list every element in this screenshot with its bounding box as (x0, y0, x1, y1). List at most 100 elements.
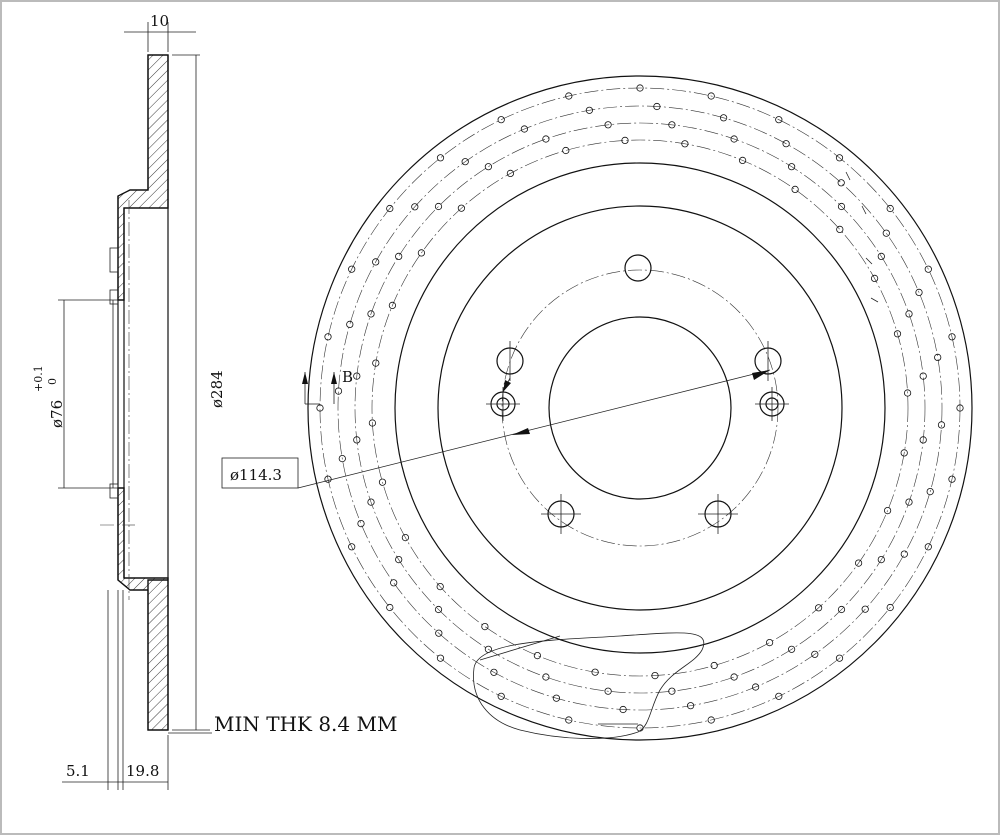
drilled-hole (919, 436, 927, 444)
drilled-hole (435, 629, 443, 637)
lug-hole (624, 254, 652, 282)
drilled-hole (604, 121, 612, 129)
drilled-hole (372, 258, 380, 266)
drilled-hole (401, 533, 409, 542)
drilled-hole (316, 404, 324, 412)
drilled-hole (765, 638, 774, 647)
drilled-hole (651, 671, 659, 680)
drilled-hole (915, 288, 923, 296)
drilled-hole (937, 421, 946, 429)
drilled-hole (542, 135, 550, 143)
drilled-hole (346, 320, 354, 328)
drilled-hole (787, 645, 796, 653)
drilled-hole (367, 310, 375, 318)
drilled-hole (457, 204, 465, 212)
outer-diameter-dim: ø284 (208, 370, 226, 408)
hat-offset-dim: 5.1 (66, 762, 90, 780)
locating-screw-holes (486, 387, 789, 421)
drilled-hole (621, 136, 629, 144)
drilled-hole (390, 579, 398, 587)
drilled-hole (905, 498, 913, 506)
drilled-hole (681, 140, 689, 148)
drilled-hole (787, 163, 796, 171)
drilled-hole (378, 478, 387, 486)
drilled-hole (668, 687, 676, 695)
drilled-hole (484, 163, 492, 171)
drilled-hole (417, 249, 425, 257)
drilled-hole (619, 705, 627, 714)
svg-text:B: B (342, 368, 353, 386)
bolt-circle (501, 269, 779, 547)
drilled-hole (552, 694, 561, 702)
drilled-hole (926, 487, 934, 496)
drilled-hole (948, 333, 956, 341)
drilled-hole (481, 622, 489, 631)
drilled-hole (668, 121, 676, 129)
drilled-hole (948, 475, 956, 483)
drilled-hole (324, 333, 332, 341)
hat-outer-edge (437, 205, 843, 611)
drilled-hole (870, 274, 879, 282)
drilled-hole (900, 550, 908, 558)
drilled-hole (924, 265, 932, 273)
drilled-hole (436, 654, 445, 662)
center-bore (548, 316, 732, 500)
section-view: 10 ø284 ø76 +0.1 0 5.1 19.8 MIN THK 8.4 … (32, 12, 397, 790)
drilled-hole (782, 140, 790, 148)
drilled-hole (388, 301, 396, 309)
drilled-hole (835, 654, 844, 662)
drilled-hole (348, 543, 356, 551)
bore-tolerance-upper: +0.1 (32, 365, 45, 392)
drilled-hole (837, 202, 846, 211)
lug-holes (496, 254, 782, 534)
drilled-hole (565, 92, 573, 100)
drilled-hole (436, 154, 445, 162)
drilled-hole (836, 225, 844, 233)
drilled-hole (924, 543, 932, 551)
drilled-hole (334, 387, 343, 395)
section-profile (117, 54, 169, 731)
drilled-hole (791, 185, 799, 193)
drilled-hole (585, 106, 594, 114)
drilled-hole (591, 668, 599, 676)
drilled-hole (411, 203, 419, 211)
drilled-hole (686, 702, 695, 710)
drilled-hole (905, 310, 913, 318)
drilled-hole (835, 154, 844, 162)
bore-diameter-dim: ø76 (48, 400, 66, 428)
freehand-markup (473, 632, 705, 739)
drilled-hole (877, 555, 885, 564)
drilled-hole (837, 179, 845, 187)
drilled-hole (730, 135, 738, 143)
drilled-hole (956, 404, 964, 412)
drilled-hole (506, 169, 514, 177)
disc-outer-edge (307, 75, 973, 741)
drilled-hole (386, 603, 394, 612)
min-thickness-note: MIN THK 8.4 MM (214, 712, 397, 736)
drilled-hole (434, 202, 443, 211)
hat-depth-dim: 19.8 (126, 762, 159, 780)
drilled-hole (854, 559, 863, 567)
drilled-hole (372, 359, 380, 367)
drilled-hole (368, 419, 376, 427)
drilled-hole (338, 454, 346, 463)
drilled-hole (353, 436, 361, 444)
drilled-hole (357, 519, 365, 528)
drilled-hole (520, 125, 529, 133)
drilled-hole (886, 603, 894, 612)
drilled-hole (604, 687, 612, 695)
drilled-hole (565, 716, 573, 724)
drilled-hole (395, 252, 403, 260)
drilled-hole (353, 372, 361, 380)
drilled-hole (719, 114, 728, 122)
pcd-dim: ø114.3 (230, 466, 282, 484)
drilled-holes (316, 84, 964, 732)
drilled-hole (533, 651, 542, 660)
drilled-hole (461, 158, 469, 166)
drilled-hole (497, 116, 505, 124)
drilled-hole (434, 605, 443, 614)
drilled-hole (348, 265, 356, 273)
drilled-hole (919, 372, 927, 380)
